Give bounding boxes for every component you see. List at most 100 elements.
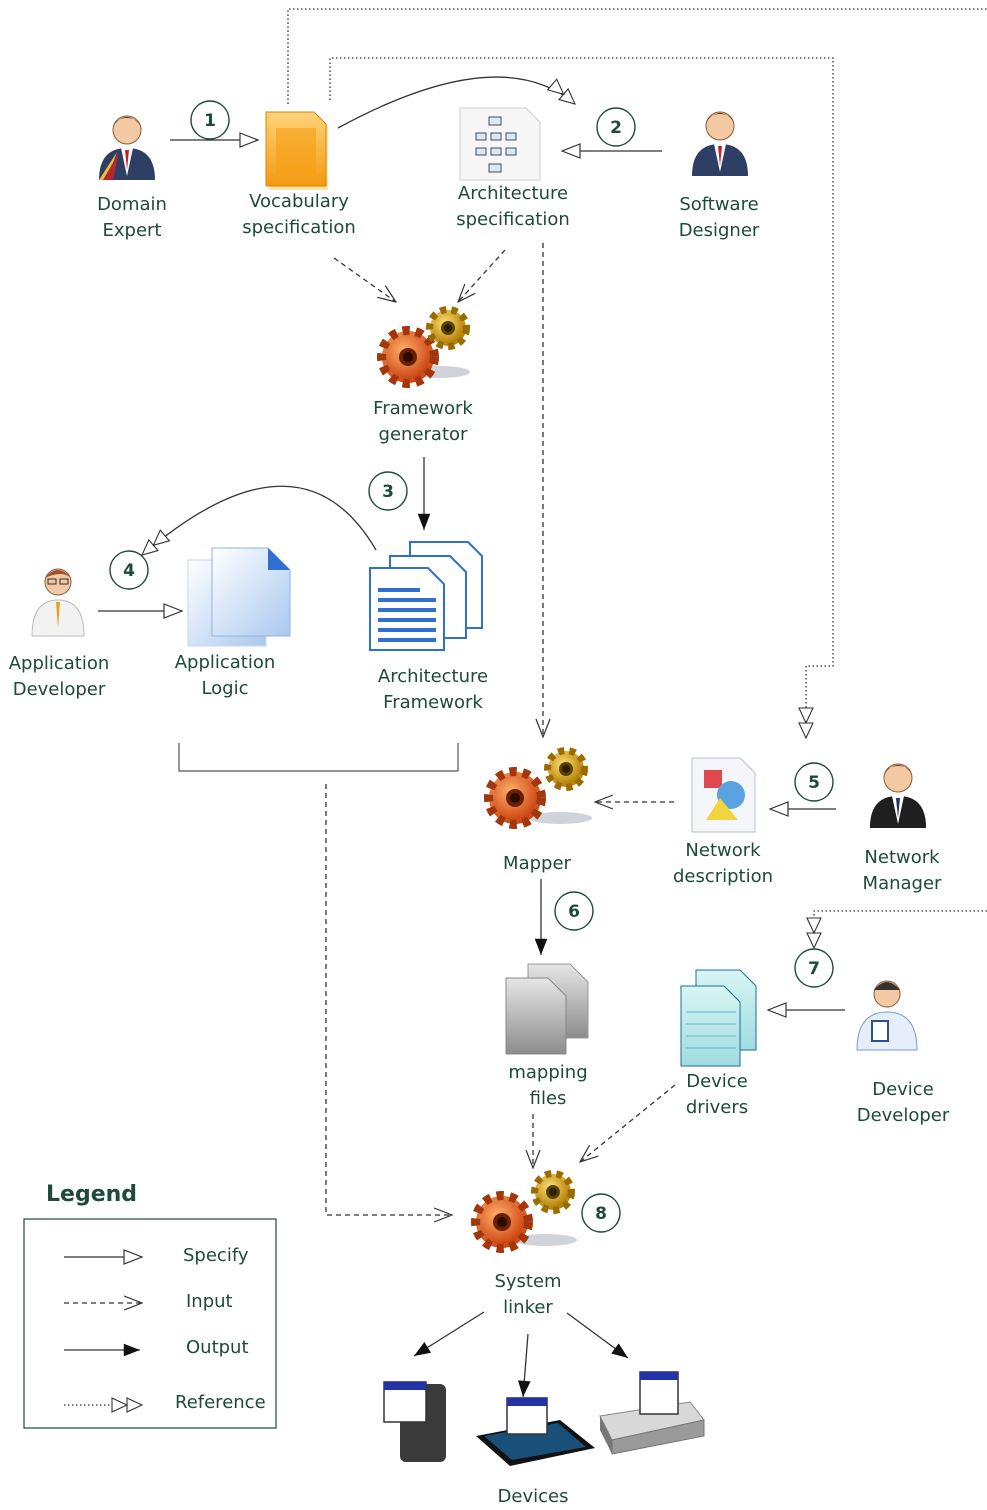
- network-description-line-2: description: [672, 866, 774, 887]
- reference-arc-2: [337, 76, 575, 129]
- architecture-document-icon: [459, 107, 541, 181]
- device-handheld-icon: [383, 1381, 446, 1462]
- system-linker-label: System linker: [494, 1269, 561, 1321]
- architecture-framework-line-2: Framework: [383, 692, 483, 713]
- device-developer-label: Device Developer: [857, 1077, 950, 1129]
- input-arrow-app-linker: [325, 784, 452, 1215]
- mapping-files-icon: [505, 963, 589, 1055]
- framework-generator-gear-icon: [382, 310, 470, 383]
- device-rack-icon: [599, 1371, 705, 1455]
- reference-arc-4: [142, 485, 377, 555]
- step-3-label: 3: [382, 482, 394, 502]
- bracket: [178, 743, 459, 772]
- step-1-label: 1: [204, 111, 216, 131]
- network-manager-icon: [869, 763, 927, 829]
- output-arrow-device-2: [518, 1333, 531, 1398]
- device-drivers-label: Device drivers: [686, 1069, 748, 1121]
- framework-generator-line-2: generator: [378, 424, 468, 445]
- application-developer-line-1: Application: [8, 653, 110, 674]
- application-logic-line-2: Logic: [201, 678, 249, 699]
- vocabulary-spec-label: Vocabulary specification: [242, 189, 356, 241]
- domain-expert-icon: [98, 115, 156, 181]
- output-arrow-device-1: [413, 1311, 485, 1357]
- application-developer-line-2: Developer: [12, 679, 106, 700]
- framework-generator-label: Framework generator: [373, 396, 473, 448]
- step-8-label: 8: [595, 1204, 607, 1224]
- system-linker-line-1: System: [494, 1271, 562, 1292]
- software-designer-label: Software Designer: [679, 192, 760, 244]
- mapper-label: Mapper: [503, 853, 571, 874]
- step-5-marker: 5: [794, 762, 834, 802]
- architecture-framework-label: Architecture Framework: [378, 664, 488, 716]
- framework-generator-line-1: Framework: [373, 398, 473, 419]
- step-4-marker: 4: [109, 550, 149, 590]
- input-arrow-arch-fg: [458, 249, 506, 302]
- architecture-spec-label: Architecture specification: [456, 181, 570, 233]
- application-logic-icon: [187, 547, 291, 647]
- reference-line-vocab-to-devdev: [287, 8, 987, 104]
- input-arrow-drivers-linker: [580, 1084, 676, 1162]
- step-2-label: 2: [610, 118, 622, 138]
- device-drivers-line-1: Device: [686, 1071, 748, 1092]
- legend-reference-label: Reference: [175, 1392, 266, 1413]
- device-developer-line-1: Device: [872, 1079, 934, 1100]
- step-7-marker: 7: [794, 948, 834, 988]
- network-manager-label: Network Manager: [863, 845, 942, 897]
- network-description-label: Network description: [673, 838, 773, 890]
- network-manager-line-2: Manager: [862, 873, 942, 894]
- legend-input-label: Input: [186, 1291, 233, 1312]
- reference-line-to-drivers: [814, 910, 987, 948]
- network-description-icon: [691, 757, 756, 833]
- system-linker-gear-icon: [476, 1174, 577, 1248]
- domain-expert-line-1: Domain: [97, 194, 167, 215]
- domain-expert-line-2: Expert: [102, 220, 162, 241]
- step-5-label: 5: [808, 773, 820, 793]
- architecture-spec-line-2: specification: [456, 209, 570, 230]
- architecture-framework-line-1: Architecture: [377, 666, 489, 687]
- system-linker-line-2: linker: [503, 1297, 553, 1318]
- application-developer-icon: [31, 568, 85, 637]
- step-1-marker: 1: [190, 100, 230, 140]
- mapping-files-line-2: files: [529, 1088, 567, 1109]
- architecture-spec-line-1: Architecture: [457, 183, 569, 204]
- network-manager-line-1: Network: [864, 847, 940, 868]
- mapping-files-label: mapping files: [508, 1060, 587, 1112]
- mapping-files-line-1: mapping: [508, 1062, 588, 1083]
- connectors: [98, 8, 987, 1398]
- legend-title: Legend: [46, 1182, 138, 1207]
- vocabulary-spec-line-2: specification: [242, 217, 356, 238]
- legend-box: [23, 1218, 277, 1429]
- application-logic-label: Application Logic: [175, 650, 276, 702]
- software-designer-line-1: Software: [679, 194, 759, 215]
- step-6-marker: 6: [554, 891, 594, 931]
- reference-line-vocab-to-netdesc: [329, 57, 834, 738]
- mapper-gear-icon: [489, 751, 592, 824]
- device-developer-icon: [856, 980, 918, 1051]
- application-logic-line-1: Application: [174, 652, 276, 673]
- legend-output-label: Output: [186, 1337, 249, 1358]
- vocabulary-document-icon: [265, 111, 328, 190]
- legend: [23, 1218, 277, 1429]
- network-description-line-1: Network: [685, 840, 761, 861]
- software-designer-icon: [691, 111, 749, 177]
- device-developer-line-2: Developer: [856, 1105, 950, 1126]
- domain-expert-label: Domain Expert: [97, 192, 167, 244]
- input-arrow-vocab-fg: [333, 257, 396, 302]
- step-6-label: 6: [568, 902, 580, 922]
- legend-specify-label: Specify: [183, 1245, 249, 1266]
- step-3-marker: 3: [368, 471, 408, 511]
- step-4-label: 4: [123, 561, 135, 581]
- devices-label: Devices: [497, 1486, 569, 1507]
- device-phone-icon: [476, 1397, 595, 1466]
- device-drivers-icon: [680, 969, 757, 1067]
- vocabulary-spec-line-1: Vocabulary: [249, 191, 349, 212]
- application-developer-label: Application Developer: [9, 651, 110, 703]
- device-drivers-line-2: drivers: [685, 1097, 749, 1118]
- software-designer-line-2: Designer: [678, 220, 760, 241]
- output-arrow-device-3: [566, 1312, 629, 1359]
- step-markers: 1 2 3 4 5 6 7 8: [109, 100, 834, 1233]
- step-7-label: 7: [808, 959, 820, 979]
- step-2-marker: 2: [596, 107, 636, 147]
- architecture-framework-icon: [369, 541, 483, 651]
